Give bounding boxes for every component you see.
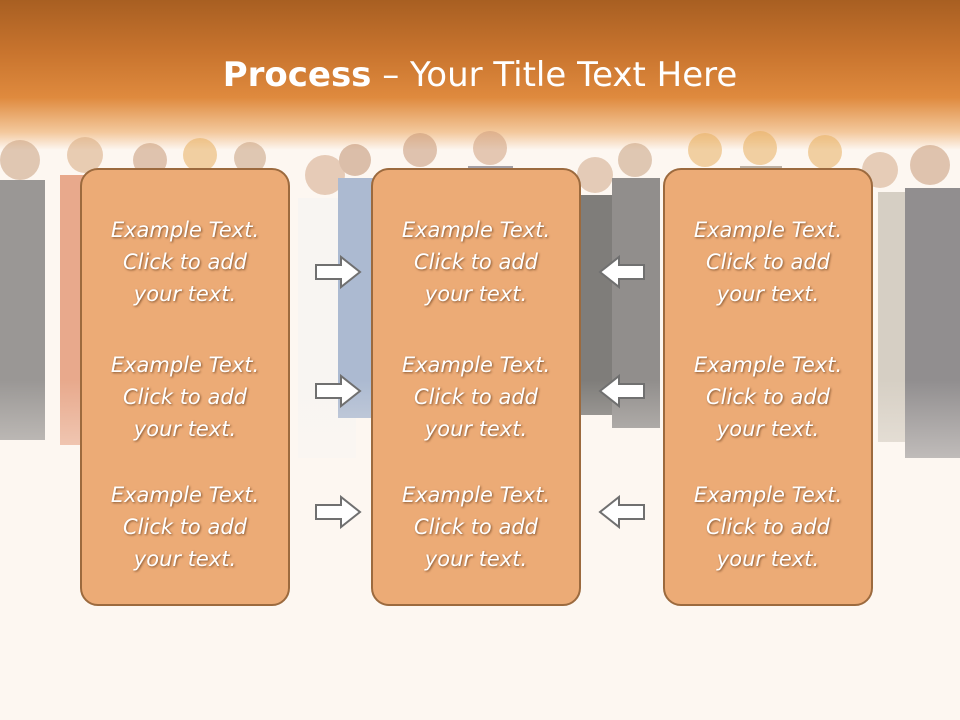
entry-line: Example Text.: [110, 218, 260, 242]
entry-line: your text.: [716, 282, 820, 306]
right-arrow-icon[interactable]: [314, 254, 362, 290]
entry-line: Example Text.: [401, 353, 551, 377]
text-placeholder[interactable]: Example Text. Click to add your text.: [82, 349, 288, 445]
text-placeholder[interactable]: Example Text. Click to add your text.: [82, 479, 288, 575]
title-bold-part: Process: [222, 55, 372, 95]
entry-line: Example Text.: [693, 218, 843, 242]
entry-line: Click to add: [413, 250, 538, 274]
entry-line: Click to add: [413, 385, 538, 409]
title-banner: [0, 0, 960, 150]
right-arrow-icon[interactable]: [314, 373, 362, 409]
entry-line: your text.: [716, 417, 820, 441]
entry-line: Example Text.: [693, 483, 843, 507]
entry-line: your text.: [133, 547, 237, 571]
left-arrow-icon[interactable]: [598, 494, 646, 530]
left-arrow-icon[interactable]: [598, 373, 646, 409]
entry-line: your text.: [424, 282, 528, 306]
left-arrow-icon[interactable]: [598, 254, 646, 290]
entry-line: your text.: [716, 547, 820, 571]
slide-title[interactable]: Process – Your Title Text Here: [0, 52, 960, 98]
entry-line: Example Text.: [401, 218, 551, 242]
entry-line: Click to add: [122, 515, 247, 539]
entry-line: Click to add: [705, 515, 830, 539]
text-placeholder[interactable]: Example Text. Click to add your text.: [373, 349, 579, 445]
text-placeholder[interactable]: Example Text. Click to add your text.: [373, 214, 579, 310]
process-box-right[interactable]: Example Text. Click to add your text. Ex…: [663, 168, 873, 606]
entry-line: Click to add: [705, 250, 830, 274]
text-placeholder[interactable]: Example Text. Click to add your text.: [82, 214, 288, 310]
entry-line: Example Text.: [110, 483, 260, 507]
entry-line: your text.: [133, 282, 237, 306]
process-box-center[interactable]: Example Text. Click to add your text. Ex…: [371, 168, 581, 606]
entry-line: your text.: [424, 417, 528, 441]
entry-line: Click to add: [122, 385, 247, 409]
right-arrow-icon[interactable]: [314, 494, 362, 530]
text-placeholder[interactable]: Example Text. Click to add your text.: [665, 479, 871, 575]
entry-line: your text.: [424, 547, 528, 571]
text-placeholder[interactable]: Example Text. Click to add your text.: [665, 349, 871, 445]
text-placeholder[interactable]: Example Text. Click to add your text.: [665, 214, 871, 310]
entry-line: your text.: [133, 417, 237, 441]
title-rest-part: – Your Title Text Here: [371, 55, 738, 95]
entry-line: Click to add: [705, 385, 830, 409]
entry-line: Example Text.: [401, 483, 551, 507]
entry-line: Click to add: [413, 515, 538, 539]
entry-line: Example Text.: [693, 353, 843, 377]
text-placeholder[interactable]: Example Text. Click to add your text.: [373, 479, 579, 575]
entry-line: Click to add: [122, 250, 247, 274]
entry-line: Example Text.: [110, 353, 260, 377]
process-box-left[interactable]: Example Text. Click to add your text. Ex…: [80, 168, 290, 606]
